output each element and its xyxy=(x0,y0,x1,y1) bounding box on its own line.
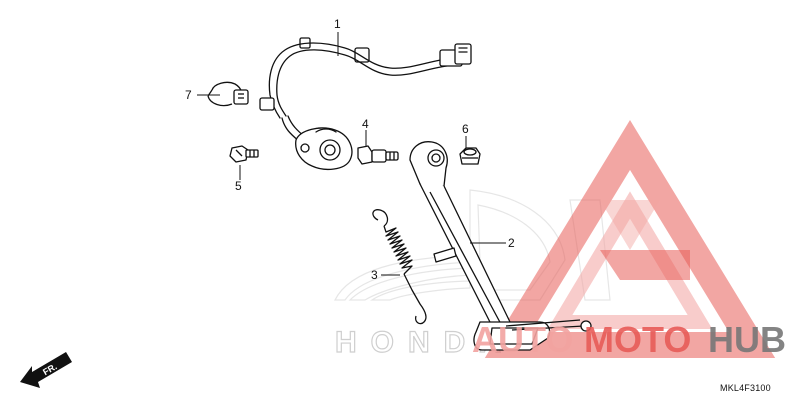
side-stand-spring xyxy=(372,209,427,325)
callout-7: 7 xyxy=(185,88,192,102)
pivot-bolt xyxy=(357,145,399,165)
side-stand xyxy=(409,141,592,351)
lock-nut xyxy=(459,147,481,165)
front-direction-arrow: FR. xyxy=(20,352,72,388)
wire-band-clamp xyxy=(207,81,249,107)
wordmark-moto: MOTO xyxy=(584,319,691,360)
automotohub-wordmark: AUTO MOTO HUB xyxy=(472,319,786,360)
flange-bolt xyxy=(229,145,259,163)
diagram-code: MKL4F3100 xyxy=(720,383,771,393)
callout-3: 3 xyxy=(371,268,378,282)
automotohub-triangle-logo xyxy=(484,120,776,358)
callout-6: 6 xyxy=(462,122,469,136)
leader-lines xyxy=(197,32,506,276)
callout-4: 4 xyxy=(362,117,369,131)
callout-2: 2 xyxy=(508,236,515,250)
callout-1: 1 xyxy=(334,17,341,31)
callout-5: 5 xyxy=(235,179,242,193)
wordmark-hub: HUB xyxy=(708,319,786,360)
wordmark-auto: AUTO xyxy=(472,319,573,360)
side-stand-switch-harness xyxy=(259,37,472,171)
